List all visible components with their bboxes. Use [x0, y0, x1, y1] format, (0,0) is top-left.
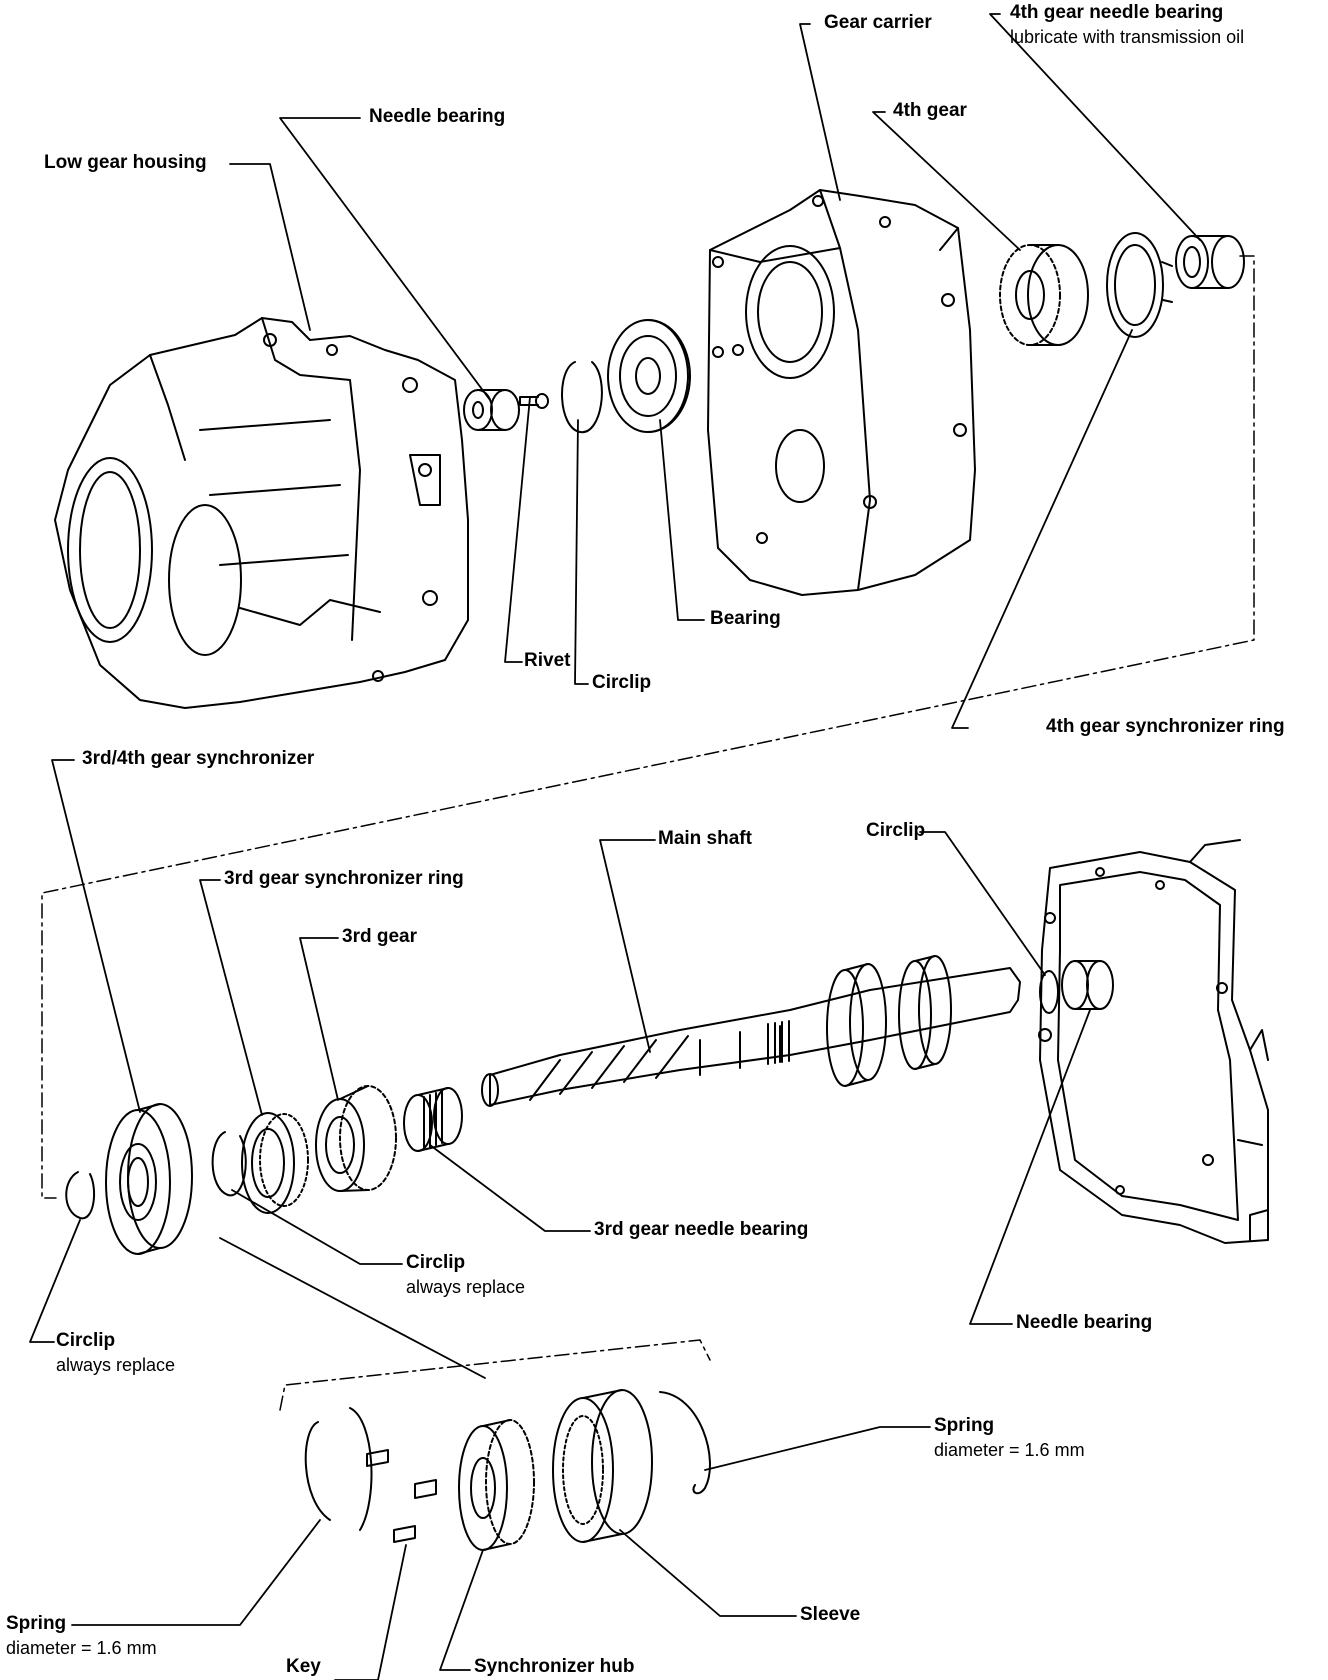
label-rivet: Rivet	[524, 650, 571, 671]
third-gear-drawing	[316, 1086, 396, 1191]
label-third-gear-needle-bearing: 3rd gear needle bearing	[594, 1219, 809, 1240]
fourth-synchronizer-ring-drawing	[1107, 233, 1172, 337]
fourth-needle-bearing-drawing	[1176, 236, 1244, 288]
circlip-left-drawing	[66, 1172, 94, 1218]
label-circlip-top: Circlip	[592, 672, 652, 693]
synchronizer-assembly-drawing	[106, 1104, 192, 1254]
spring-right-drawing	[660, 1392, 710, 1493]
circlip-top-drawing	[562, 362, 602, 432]
label-low-gear-housing: Low gear housing	[44, 152, 207, 173]
bearing-drawing	[608, 320, 690, 432]
dash-dot-separators	[42, 256, 1254, 1410]
label-third-fourth-gear-synchronizer: 3rd/4th gear synchronizer	[82, 748, 315, 769]
label-fourth-gear: 4th gear	[893, 100, 967, 121]
label-key: Key	[286, 1656, 321, 1677]
label-third-gear-synchronizer-ring: 3rd gear synchronizer ring	[224, 868, 464, 889]
keys-drawing	[367, 1450, 436, 1542]
low-gear-housing-drawing	[55, 318, 468, 708]
label-needle-bearing-top: Needle bearing	[369, 106, 506, 127]
needle-bearing-top-drawing	[464, 390, 519, 430]
label-bearing: Bearing	[710, 608, 781, 629]
gear-carrier-drawing	[708, 190, 975, 595]
transmission-housing-right-drawing	[1039, 840, 1268, 1243]
label-main-shaft: Main shaft	[658, 828, 752, 849]
label-fourth-gear-synchronizer-ring: 4th gear synchronizer ring	[1046, 716, 1285, 737]
sleeve-drawing	[553, 1390, 652, 1542]
circlip-right-drawing	[1040, 971, 1058, 1013]
label-synchronizer-hub: Synchronizer hub	[474, 1656, 635, 1677]
label-needle-bearing-bottom: Needle bearing	[1016, 1312, 1153, 1333]
third-needle-bearing-drawing	[404, 1088, 462, 1151]
needle-bearing-bottom-drawing	[1062, 961, 1113, 1009]
leader-lines	[30, 14, 1200, 1680]
label-gear-carrier: Gear carrier	[824, 12, 932, 33]
circlip-middle-drawing	[213, 1132, 246, 1195]
third-synchronizer-ring-drawing	[242, 1113, 308, 1213]
spring-left-drawing	[306, 1408, 372, 1530]
synchronizer-hub-drawing	[459, 1420, 534, 1550]
main-shaft-drawing	[482, 956, 1020, 1106]
fourth-gear-drawing	[1000, 245, 1088, 345]
rivet-drawing	[520, 394, 548, 408]
label-third-gear: 3rd gear	[342, 926, 417, 947]
label-sleeve: Sleeve	[800, 1604, 861, 1625]
label-circlip-right: Circlip	[866, 820, 926, 841]
